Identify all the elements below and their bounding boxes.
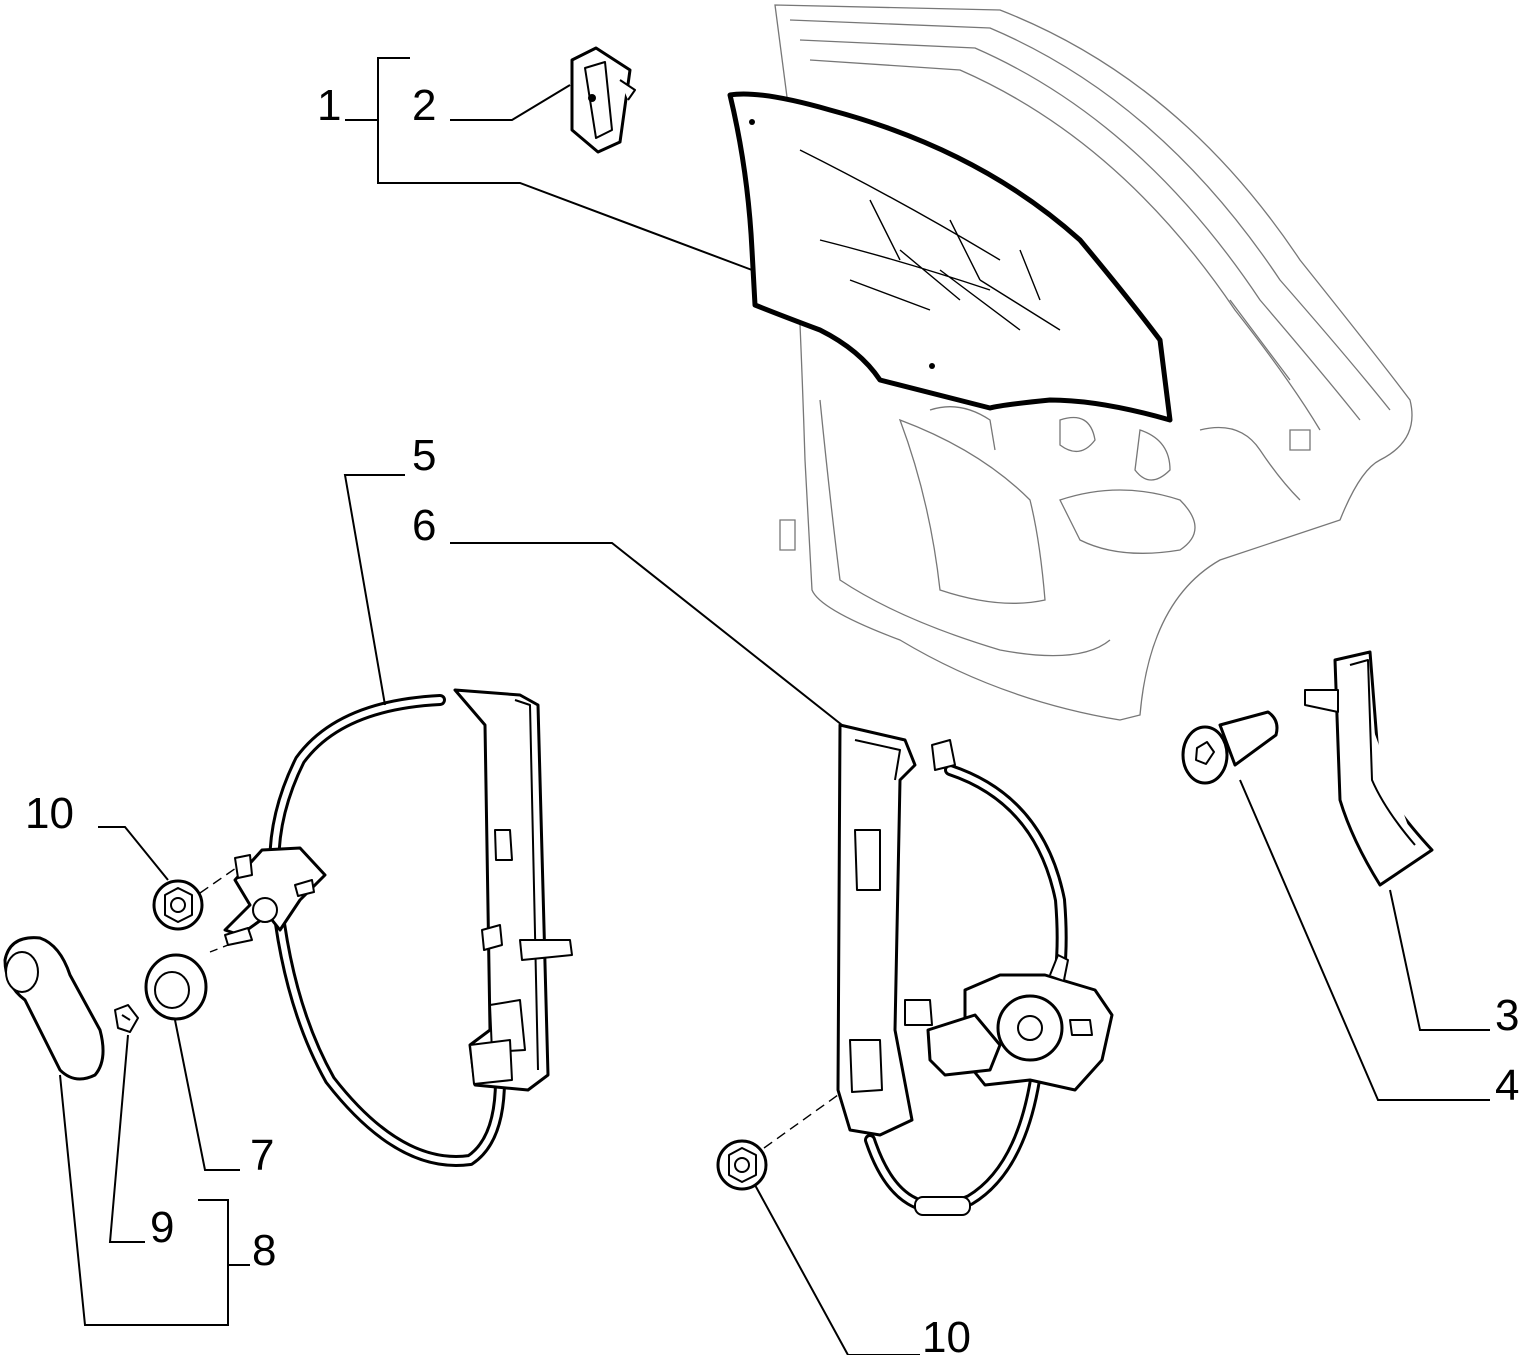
assembly-lines	[199, 867, 839, 1149]
handle-clip	[114, 1004, 139, 1033]
callout-labels: 1 2 5 6 10 7 9 8 3 4 10	[25, 81, 1519, 1355]
callout-4: 4	[1495, 1061, 1519, 1110]
glass-clip	[570, 46, 636, 154]
window-crank-handle	[3, 936, 105, 1081]
electric-window-regulator	[836, 723, 1114, 1216]
callout-1: 1	[317, 81, 341, 130]
manual-window-regulator	[223, 688, 573, 1167]
callout-10-bottom: 10	[922, 1313, 971, 1355]
door-frame	[774, 4, 1413, 721]
callout-9: 9	[150, 1203, 174, 1252]
handle-escutcheon	[144, 953, 208, 1021]
callout-7: 7	[250, 1131, 274, 1180]
window-glass	[727, 91, 1173, 423]
callout-2: 2	[412, 81, 436, 130]
callout-3: 3	[1495, 991, 1519, 1040]
bolt	[1181, 710, 1279, 785]
leader-lines	[59, 57, 1490, 1355]
callout-8: 8	[252, 1226, 276, 1275]
nut-left	[152, 879, 204, 931]
guide-channel	[1304, 650, 1434, 887]
callout-10-left: 10	[25, 789, 74, 838]
nut-bottom	[716, 1139, 768, 1191]
callout-5: 5	[412, 431, 436, 480]
callout-6: 6	[412, 501, 436, 550]
